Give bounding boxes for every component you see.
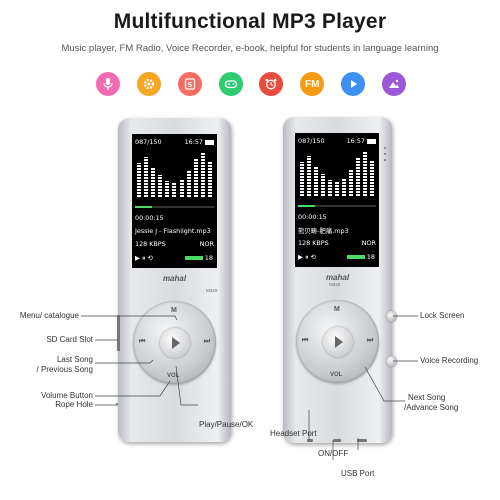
- progress-fill: [135, 206, 153, 208]
- mp3-player-side: 087/150 16:57 00:00:15 熊贝畴-肥痛.mp3 128 KB…: [283, 117, 397, 443]
- song-title: 熊贝畴-肥痛.mp3: [298, 227, 349, 235]
- track-count: 087/150: [298, 137, 325, 145]
- clock-time: 16:57: [346, 137, 365, 145]
- model-number: M320: [206, 288, 218, 293]
- volume-button[interactable]: VOL: [167, 373, 180, 379]
- volume-bar: [184, 256, 203, 260]
- volume-bar: [346, 255, 365, 259]
- player-screen: 087/150 16:57 00:00:15 Jessie J - Flashl…: [132, 134, 217, 268]
- headset-port[interactable]: [307, 439, 313, 442]
- page-title: Multifunctional MP3 Player: [113, 10, 387, 33]
- next-button[interactable]: ⏭: [366, 337, 373, 344]
- volume-button[interactable]: VOL: [330, 372, 343, 378]
- page-subtitle: Music player, FM Radio, Voice Recorder, …: [61, 43, 439, 54]
- label-rope-hole: Rope Hole: [55, 400, 93, 409]
- on-off-switch[interactable]: [333, 439, 341, 442]
- brand-logo: mahal: [162, 274, 187, 283]
- player-screen: 087/150 16:57 00:00:15 熊贝畴-肥痛.mp3 128 KB…: [295, 133, 379, 267]
- mp3-player-front: 087/150 16:57 00:00:15 Jessie J - Flashl…: [116, 118, 231, 442]
- progress-bar: [298, 205, 376, 207]
- label-volume-button: Volume Button: [40, 391, 93, 400]
- play-pause-icon: ▶ ⏸ ⟲: [298, 253, 316, 261]
- label-last-song: Last Song: [56, 355, 93, 364]
- model-number: M320: [329, 282, 341, 287]
- previous-button[interactable]: ⏮: [302, 337, 309, 344]
- svg-text:S: S: [187, 81, 192, 89]
- speaker-dot: [384, 153, 386, 155]
- label-next-song: Next Song: [408, 393, 446, 402]
- feature-icon-row: S FM: [96, 72, 406, 98]
- menu-button[interactable]: M: [334, 306, 340, 313]
- play-mode: NOR: [361, 239, 376, 247]
- clock-time: 16:57: [184, 138, 203, 146]
- play-pause-ok-button[interactable]: [159, 327, 190, 358]
- lock-screen-switch[interactable]: [386, 311, 397, 322]
- status-bar: 087/150 16:57: [298, 137, 376, 145]
- elapsed-time: 00:00:15: [298, 213, 327, 221]
- equalizer-display: [300, 150, 374, 196]
- label-on-off: ON/OFF: [318, 449, 349, 458]
- elapsed-time: 00:00:15: [135, 214, 164, 222]
- label-lock-screen: Lock Screen: [420, 311, 465, 320]
- play-pause-icon: ▶ ⏸ ⟲: [135, 254, 153, 262]
- volume-indicator: 18: [346, 253, 375, 261]
- label-voice-recording: Voice Recording: [420, 356, 479, 365]
- volume-indicator: 18: [184, 254, 213, 262]
- ebook-icon: S: [177, 72, 202, 96]
- speaker-dot: [384, 159, 386, 161]
- speaker-dot: [384, 147, 386, 149]
- sd-card-slot[interactable]: [117, 315, 120, 351]
- control-wheel[interactable]: M ⏮ ⏭ VOL: [296, 300, 379, 383]
- photo-icon: [381, 72, 406, 96]
- gamepad-icon: [218, 72, 243, 96]
- play-pause-ok-button[interactable]: [322, 326, 353, 357]
- label-play-pause-ok: Play/Pause/OK: [199, 420, 254, 429]
- label-sd-card-slot: SD Card Slot: [46, 335, 93, 344]
- progress-fill: [298, 205, 316, 207]
- volume-level: 18: [366, 253, 375, 261]
- voice-recording-button[interactable]: [386, 356, 397, 367]
- volume-level: 18: [204, 254, 213, 262]
- usb-port[interactable]: [357, 439, 367, 442]
- label-headset-port: Headset Port: [270, 429, 317, 438]
- bitrate: 128 KBPS: [135, 240, 166, 248]
- menu-button[interactable]: M: [171, 307, 177, 314]
- battery-icon: [367, 138, 376, 144]
- next-button[interactable]: ⏭: [203, 338, 210, 345]
- fm-radio-icon: FM: [300, 72, 325, 96]
- control-wheel[interactable]: M ⏮ ⏭ VOL: [133, 301, 216, 384]
- equalizer-display: [137, 151, 212, 197]
- gear-icon: [136, 72, 161, 96]
- rope-hole: [116, 403, 118, 405]
- battery-icon: [205, 139, 214, 145]
- track-count: 087/150: [135, 138, 162, 146]
- bitrate: 128 KBPS: [298, 239, 329, 247]
- brand-logo: mahal: [325, 273, 350, 282]
- song-title: Jessie J - Flashlight.mp3: [135, 227, 211, 235]
- progress-bar: [135, 206, 214, 208]
- label-previous-song: / Previous Song: [36, 365, 93, 374]
- label-menu-catalogue: Menu/ catalogue: [19, 311, 79, 320]
- play-mode: NOR: [199, 240, 214, 248]
- alarm-clock-icon: [259, 72, 284, 96]
- previous-button[interactable]: ⏮: [139, 338, 146, 345]
- status-bar: 087/150 16:57: [135, 138, 214, 146]
- label-usb-port: USB Port: [341, 469, 375, 478]
- microphone-icon: [96, 72, 120, 96]
- play-icon: [341, 72, 366, 96]
- label-advance-song: /Advance Song: [404, 403, 459, 412]
